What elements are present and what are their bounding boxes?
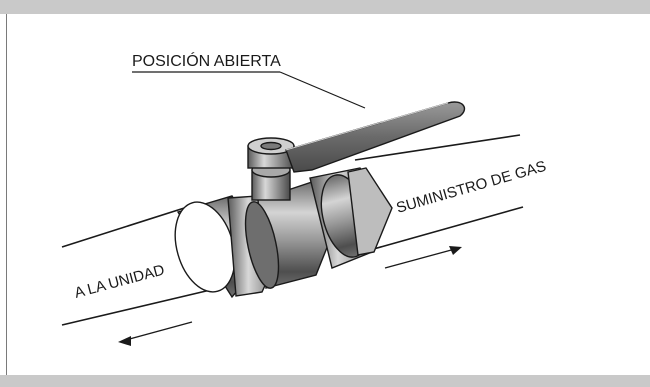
right-union-nut [309,167,393,269]
pipe-left-upper-line [61,202,201,248]
leader-line [279,71,366,109]
top-bar [0,0,650,14]
label-to-unit: A LA UNIDAD [73,261,167,301]
handle-lever [285,101,466,173]
pipe-right-upper-line [354,134,521,161]
pipe-right-lower-line [369,206,524,251]
valve-stem [247,137,295,201]
bottom-bar [0,375,650,387]
flow-arrow-out [118,321,193,346]
flow-arrow-in [384,246,462,269]
left-edge [6,14,7,375]
label-open-position: POSICIÓN ABIERTA [132,51,281,70]
label-gas-supply: SUMINISTRO DE GAS [394,158,548,217]
